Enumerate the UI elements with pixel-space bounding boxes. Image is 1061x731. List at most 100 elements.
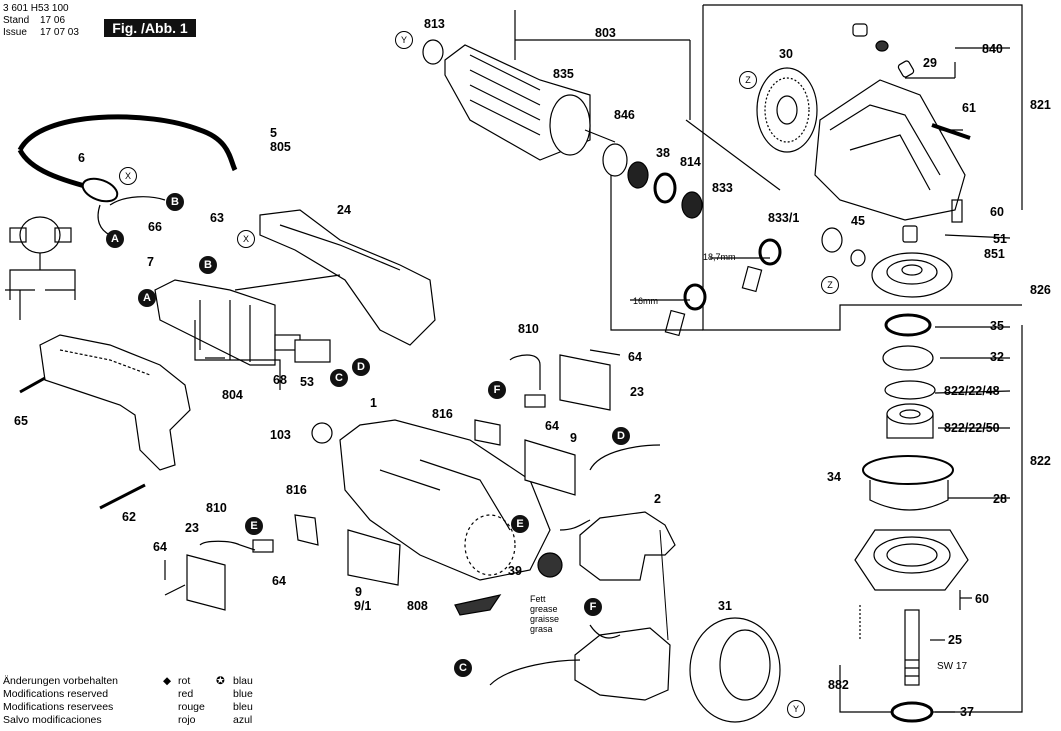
callout-804: 804 xyxy=(222,388,243,402)
wrench-size-sw17: SW 17 xyxy=(937,661,968,672)
handle-24-lower xyxy=(39,334,191,471)
connector-b-top: B xyxy=(166,193,184,211)
axis-x-cable: X xyxy=(119,167,137,185)
callout-53: 53 xyxy=(300,375,314,389)
callout-833: 833 xyxy=(712,181,733,195)
callout-64-lower: 64 xyxy=(272,574,286,588)
bevel-gear-30 xyxy=(756,67,818,153)
axis-z-top: Z xyxy=(739,71,757,89)
callout-9-lower: 9 xyxy=(355,585,362,599)
callout-835: 835 xyxy=(553,67,574,81)
connector-a-top: A xyxy=(106,230,124,248)
legend-red-0: rot xyxy=(178,675,191,687)
callout-840: 840 xyxy=(982,42,1003,56)
callout-816-upper: 816 xyxy=(432,407,453,421)
plate-23-upper xyxy=(559,354,611,411)
gear-826 xyxy=(871,252,953,298)
callout-7: 7 xyxy=(147,255,154,269)
axis-x-handle: X xyxy=(237,230,255,248)
callout-24-upper: 24 xyxy=(337,203,351,217)
callout-66: 66 xyxy=(148,220,162,234)
legend-red-3: rojo xyxy=(178,714,196,726)
callout-822: 822 xyxy=(1030,454,1051,468)
legend-red-2: rouge xyxy=(178,701,205,713)
connector-c-lower: C xyxy=(454,659,472,677)
callout-882: 882 xyxy=(828,678,849,692)
issue-value: 17 07 03 xyxy=(40,27,79,38)
ring-846 xyxy=(602,143,628,177)
callout-29: 29 xyxy=(923,56,937,70)
callout-60-top: 60 xyxy=(990,205,1004,219)
carbon-brush-upper xyxy=(741,238,782,293)
circlip-822-22-48 xyxy=(884,380,936,400)
seal-28 xyxy=(869,480,949,511)
terminal-816-lower xyxy=(294,514,319,546)
callout-64-mid: 64 xyxy=(545,419,559,433)
grease-label-de: Fett xyxy=(530,594,546,604)
bearing-32 xyxy=(882,345,934,371)
callout-6: 6 xyxy=(78,151,85,165)
callout-45: 45 xyxy=(851,214,865,228)
callout-28: 28 xyxy=(993,492,1007,506)
cover-31 xyxy=(689,617,781,723)
callout-5: 5 xyxy=(270,126,277,140)
callout-64-lower-left: 64 xyxy=(153,540,167,554)
ring-38 xyxy=(627,161,649,189)
legend-blue-marker: ✪ xyxy=(216,675,225,687)
ring-34 xyxy=(862,455,954,485)
spindle-25 xyxy=(904,609,920,686)
legend-blue-3: azul xyxy=(233,714,253,726)
callout-9-1: 9/1 xyxy=(354,599,372,613)
bearing-35 xyxy=(884,313,932,337)
callout-103: 103 xyxy=(270,428,291,442)
grease-label-en: grease xyxy=(530,604,558,614)
handle-24-upper xyxy=(259,209,436,346)
connector-e-right: E xyxy=(511,515,529,533)
callout-35: 35 xyxy=(990,319,1004,333)
callout-23-upper: 23 xyxy=(630,385,644,399)
callout-32: 32 xyxy=(990,350,1004,364)
callout-51: 51 xyxy=(993,232,1007,246)
grease-label-fr: graisse xyxy=(530,614,560,624)
connector-d-mid: D xyxy=(352,358,370,376)
legend-text-1: Modifications reserved xyxy=(3,688,109,700)
group-frame-821 xyxy=(703,4,1023,210)
nut-882 xyxy=(890,701,934,723)
callout-822-22-50: 822/22/50 xyxy=(944,421,1000,435)
grease-39 xyxy=(537,552,563,578)
connector-a-mid: A xyxy=(138,289,156,307)
legend-red-marker: ◆ xyxy=(163,675,172,687)
group-frame-803 xyxy=(610,175,703,331)
callout-25: 25 xyxy=(948,633,962,647)
switch-body-804 xyxy=(154,279,276,366)
motor-housing-1 xyxy=(339,419,551,581)
legend-blue-1: blue xyxy=(233,688,253,700)
label-9 xyxy=(347,529,401,586)
legend-text-2: Modifications reservees xyxy=(3,701,114,713)
connector-c-mid: C xyxy=(330,369,348,387)
callout-810-upper: 810 xyxy=(518,322,539,336)
callout-39: 39 xyxy=(508,564,522,578)
grease-label-es: grasa xyxy=(530,624,553,634)
callout-814: 814 xyxy=(680,155,701,169)
callout-68: 68 xyxy=(273,373,287,387)
callout-64-upper: 64 xyxy=(628,350,642,364)
callout-1: 1 xyxy=(370,396,377,410)
gear-housing-821 xyxy=(814,79,966,221)
connector-f-lower: F xyxy=(584,598,602,616)
callout-813: 813 xyxy=(424,17,445,31)
group-frame-826 xyxy=(702,5,1022,331)
callout-816-lower: 816 xyxy=(286,483,307,497)
power-cable xyxy=(17,114,238,172)
callout-30: 30 xyxy=(779,47,793,61)
axis-z-lower: Z xyxy=(821,276,839,294)
field-coil-lower xyxy=(574,627,671,701)
callout-805: 805 xyxy=(270,140,291,154)
legend-red-1: red xyxy=(178,688,194,700)
armature-part xyxy=(422,39,616,161)
connector-f-upper: F xyxy=(488,381,506,399)
terminal-816-upper xyxy=(474,419,501,446)
callout-9-upper: 9 xyxy=(570,431,577,445)
callout-822-22-48: 822/22/48 xyxy=(944,384,1000,398)
